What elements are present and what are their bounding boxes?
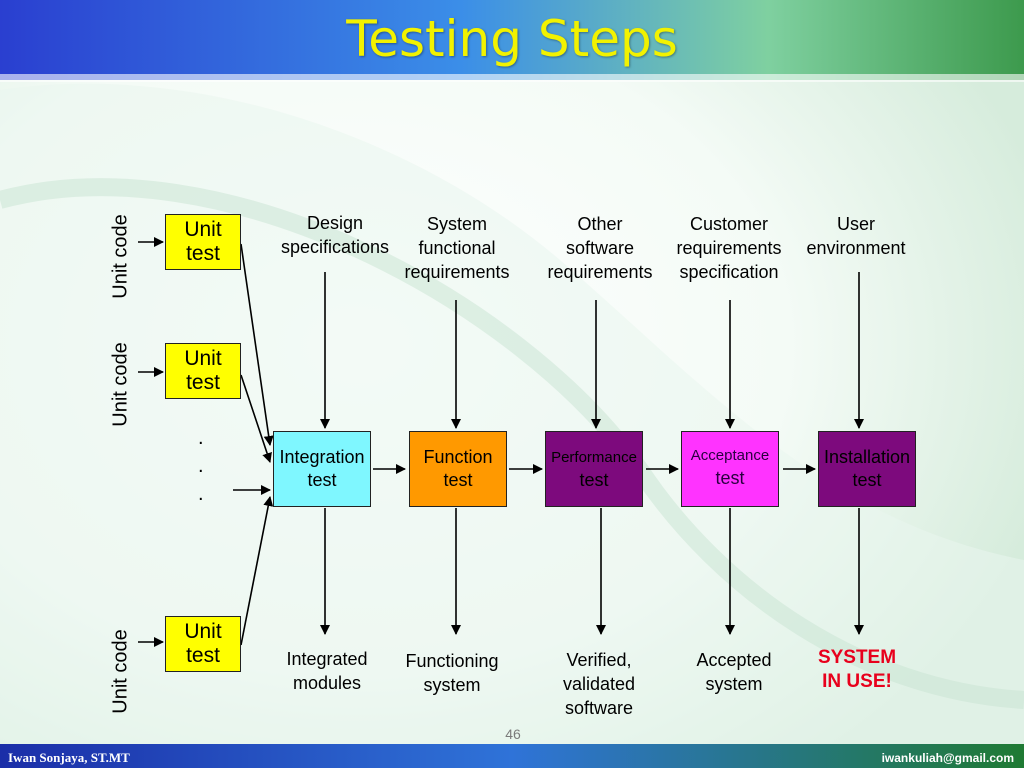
stage-name-line2: test bbox=[579, 470, 609, 490]
input-system-functional-requirements: System functional requirements bbox=[404, 214, 510, 282]
footer-email: iwankuliah@gmail.com bbox=[881, 751, 1014, 765]
performance-test-box: Performance test bbox=[545, 431, 643, 507]
unit-test-label-line1: Unit bbox=[184, 218, 222, 241]
stage-name-line1: Integration bbox=[279, 447, 365, 467]
unit-code-label-1: Unit code bbox=[109, 214, 132, 299]
stage-name-line1: Function bbox=[423, 447, 493, 467]
unit-test-label-line2: test bbox=[186, 371, 220, 394]
output-system-in-use: SYSTEM IN USE! bbox=[817, 647, 897, 692]
stage-name-line1: Installation bbox=[823, 447, 911, 467]
stage-name-line1: Acceptance bbox=[690, 447, 770, 464]
integration-test-box: Integration test bbox=[273, 431, 371, 507]
unit-test-box-2: Unit test bbox=[165, 343, 241, 399]
output-verified-validated-software: Verified, validated software bbox=[562, 650, 636, 718]
ellipsis-dot: . bbox=[198, 455, 204, 477]
input-other-software-requirements: Other software requirements bbox=[547, 214, 653, 282]
stage-name-line2: test bbox=[852, 470, 882, 490]
installation-test-box: Installation test bbox=[818, 431, 916, 507]
acceptance-test-box: Acceptance test bbox=[681, 431, 779, 507]
unit-test-label-line2: test bbox=[186, 242, 220, 265]
ellipsis-dot: . bbox=[198, 483, 204, 505]
input-customer-requirements-specification: Customer requirements specification bbox=[676, 214, 782, 282]
stage-name-line2: test bbox=[443, 470, 473, 490]
ellipsis-dot: . bbox=[198, 427, 204, 449]
output-functioning-system: Functioning system bbox=[405, 651, 499, 695]
unit-test-box-1: Unit test bbox=[165, 214, 241, 270]
unit-code-label-2: Unit code bbox=[109, 342, 132, 427]
unit-test-label-line1: Unit bbox=[184, 347, 222, 370]
input-user-environment: User environment bbox=[806, 214, 906, 258]
function-test-box: Function test bbox=[409, 431, 507, 507]
unit-test-box-3: Unit test bbox=[165, 616, 241, 672]
page-number: 46 bbox=[505, 726, 521, 742]
footer-author: Iwan Sonjaya, ST.MT bbox=[8, 750, 130, 765]
unit-code-label-3: Unit code bbox=[109, 629, 132, 714]
slide-title: Testing Steps bbox=[346, 10, 678, 68]
output-accepted-system: Accepted system bbox=[696, 650, 772, 694]
unit-test-label-line1: Unit bbox=[184, 620, 222, 643]
output-integrated-modules: Integrated modules bbox=[286, 649, 368, 693]
stage-name-line2: test bbox=[715, 468, 745, 488]
unit-test-label-line2: test bbox=[186, 644, 220, 667]
stage-name-line2: test bbox=[307, 470, 337, 490]
stage-name-line1: Performance bbox=[551, 449, 637, 466]
input-design-specifications: Design specifications bbox=[280, 213, 390, 257]
